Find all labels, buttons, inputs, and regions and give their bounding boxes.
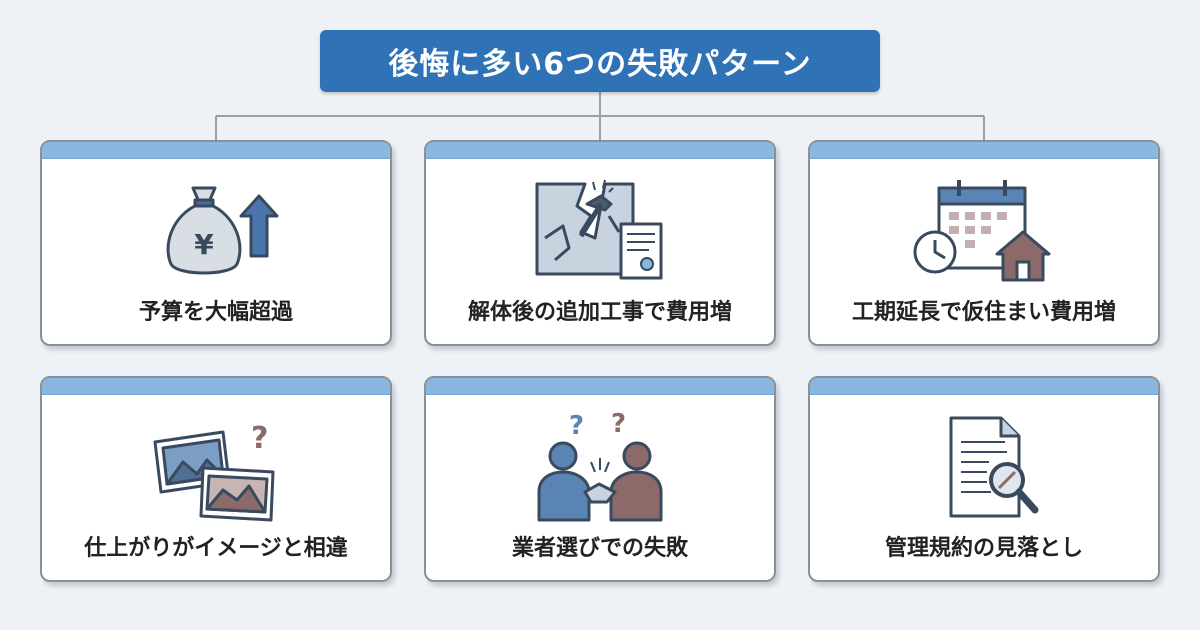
- card-header-band: [810, 142, 1158, 159]
- card-header-band: [426, 142, 774, 159]
- card-header-band: [42, 142, 390, 159]
- calendar-clock-house-icon: [913, 180, 1051, 282]
- card-label: 業者選びでの失敗: [511, 536, 688, 561]
- card-budget-overrun: ¥ 予算を大幅超過: [40, 140, 392, 346]
- pictures-question-icon: ?: [153, 421, 275, 522]
- card-label: 仕上がりがイメージと相違: [84, 536, 348, 561]
- yen-sign: ¥: [194, 228, 214, 261]
- card-management-rules-oversight: 管理規約の見落とし: [808, 376, 1160, 582]
- question-mark: ?: [251, 421, 268, 456]
- card-header-band: [42, 378, 390, 395]
- card-label: 予算を大幅超過: [138, 300, 293, 325]
- question-mark: ?: [611, 412, 626, 439]
- question-mark: ?: [569, 412, 584, 441]
- diagram-title: 後悔に多い6つの失敗パターン: [320, 30, 880, 92]
- card-header-band: [426, 378, 774, 395]
- card-temporary-housing-cost: 工期延長で仮住まい費用増: [808, 140, 1160, 346]
- card-contractor-selection: ? ? 業者選びでの失敗: [424, 376, 776, 582]
- money-bag-up-arrow-icon: ¥: [166, 186, 279, 275]
- card-header-band: [810, 378, 1158, 395]
- broken-wall-hammer-icon: [535, 179, 663, 280]
- card-finish-mismatch: ? 仕上がりがイメージと相違: [40, 376, 392, 582]
- card-extra-demolition-cost: 解体後の追加工事で費用増: [424, 140, 776, 346]
- card-label: 解体後の追加工事で費用増: [467, 300, 732, 325]
- card-label: 工期延長で仮住まい費用増: [851, 300, 1116, 325]
- card-label: 管理規約の見落とし: [884, 536, 1083, 561]
- handshake-question-icon: ? ?: [537, 412, 663, 522]
- document-magnifier-icon: [949, 416, 1039, 518]
